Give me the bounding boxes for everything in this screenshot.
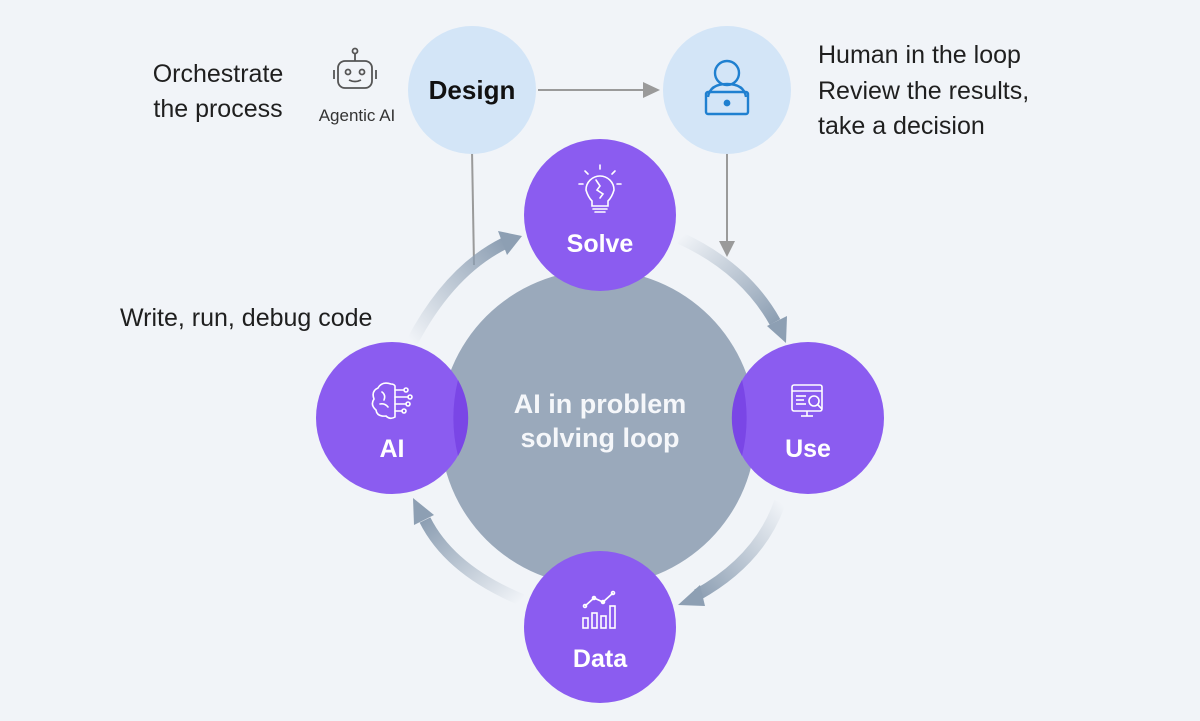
center-label-line-2: solving loop — [521, 423, 680, 453]
agentic-ai-label: Agentic AI — [319, 106, 396, 125]
solve-node: Solve — [524, 139, 676, 291]
orchestrate-line-2: the process — [153, 95, 282, 123]
design-node: Design — [408, 26, 536, 154]
human-note-line-1: Human in the loop — [818, 41, 1021, 69]
cycle-arrow-ai-to-solve — [406, 231, 522, 345]
orchestrate-line-1: Orchestrate — [153, 60, 284, 88]
use-node: Use — [731, 342, 884, 494]
human-node — [663, 26, 791, 154]
cycle-arrow-use-to-data — [678, 499, 786, 606]
person-laptop-icon — [704, 59, 750, 116]
brain-circuit-icon — [371, 382, 413, 420]
human-note-line-3: take a decision — [818, 112, 985, 140]
design-label: Design — [429, 75, 516, 105]
write-code-note: Write, run, debug code — [120, 304, 372, 332]
design-to-human-arrowhead — [643, 82, 660, 98]
center-label-line-1: AI in problem — [514, 389, 687, 419]
use-label: Use — [785, 435, 831, 463]
robot-icon — [333, 47, 377, 89]
bar-chart-icon — [582, 590, 616, 629]
human-note-line-2: Review the results, — [818, 77, 1029, 105]
data-node: Data — [524, 551, 676, 703]
web-review-icon — [791, 384, 823, 417]
lightbulb-icon — [578, 164, 622, 213]
ai-label: AI — [380, 435, 405, 463]
cycle-arrow-data-to-ai — [413, 498, 525, 606]
center-circle — [440, 270, 756, 586]
ai-node: AI — [316, 342, 469, 494]
human-to-use-arrowhead — [719, 241, 735, 257]
design-to-ai-connector — [471, 149, 475, 266]
solve-label: Solve — [567, 230, 634, 258]
data-label: Data — [573, 645, 628, 673]
cycle-arrow-solve-to-use — [677, 232, 787, 343]
